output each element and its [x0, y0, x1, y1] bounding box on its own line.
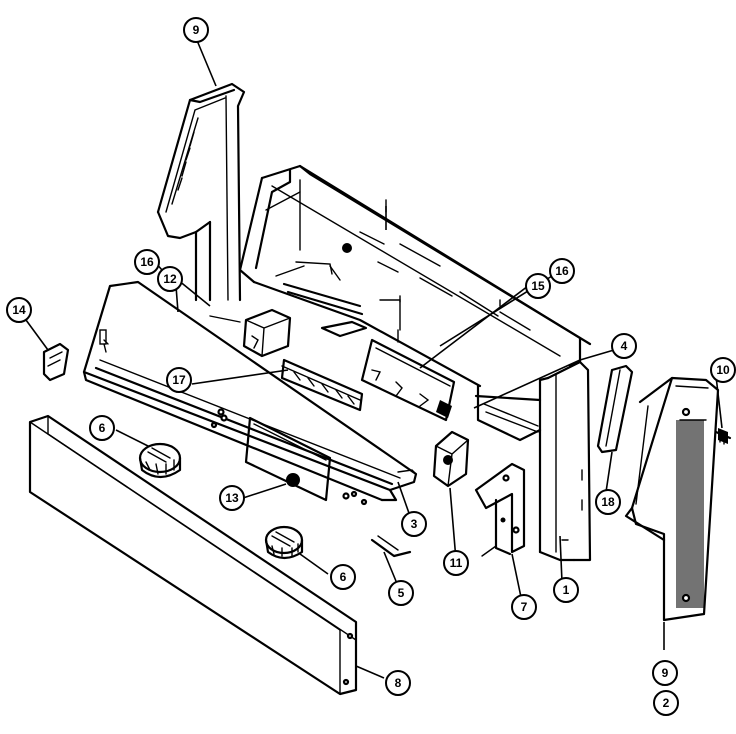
part-6-knob-lower: [264, 525, 304, 560]
part-12-switch-block: [209, 308, 368, 358]
part-9-upper-side-trim: [156, 82, 246, 302]
callout-5: 5: [388, 580, 414, 606]
part-1-back-chassis: [238, 164, 592, 562]
callout-15: 15: [525, 273, 551, 299]
svg-text:5: 5: [398, 586, 405, 600]
svg-text:1: 1: [563, 583, 570, 597]
svg-text:15: 15: [531, 279, 545, 293]
callout-18: 18: [595, 489, 621, 515]
part-3-control-panel: [82, 280, 418, 506]
callout-16-left: 16: [134, 249, 160, 275]
part-14-clip: [42, 342, 70, 382]
callout-12: 12: [157, 266, 183, 292]
svg-text:2: 2: [663, 696, 670, 710]
callout-2: 2: [653, 690, 679, 716]
svg-text:9: 9: [662, 666, 669, 680]
part-10-screw: [714, 428, 732, 445]
svg-text:10: 10: [716, 363, 730, 377]
svg-text:13: 13: [225, 491, 239, 505]
part-9-right-side-trim: [624, 376, 720, 622]
svg-text:11: 11: [450, 556, 463, 570]
callout-7: 7: [511, 594, 537, 620]
leader-lines: [25, 37, 723, 679]
part-11-switch: [432, 430, 470, 488]
callout-9-top: 9: [183, 17, 209, 43]
callout-11: 11: [443, 550, 469, 576]
callout-16-right: 16: [549, 258, 575, 284]
svg-text:14: 14: [12, 303, 26, 317]
callout-6-bottom: 6: [330, 564, 356, 590]
callout-13: 13: [219, 485, 245, 511]
part-6-knob-upper: [138, 442, 182, 479]
callout-17: 17: [166, 367, 192, 393]
part-7-bracket: [474, 462, 526, 557]
part-5-front-bracket: [370, 535, 412, 558]
svg-text:16: 16: [555, 264, 569, 278]
svg-text:7: 7: [521, 600, 528, 614]
callout-14: 14: [6, 297, 32, 323]
part-15-panel-board: [360, 329, 456, 422]
part-17-bracket: [280, 358, 364, 412]
svg-text:6: 6: [340, 570, 347, 584]
svg-text:12: 12: [163, 272, 177, 286]
part-8-front-trim: [28, 414, 358, 696]
svg-text:17: 17: [172, 373, 186, 387]
callouts: 9 16 12 14 15 16 4 10: [6, 17, 736, 716]
callout-4: 4: [611, 333, 637, 359]
callout-1: 1: [553, 577, 579, 603]
callout-9-bottom: 9: [652, 660, 678, 686]
callout-8: 8: [385, 670, 411, 696]
svg-text:3: 3: [411, 517, 418, 531]
svg-text:16: 16: [140, 255, 154, 269]
svg-text:18: 18: [601, 495, 615, 509]
svg-text:4: 4: [621, 339, 628, 353]
callout-10: 10: [710, 357, 736, 383]
svg-text:6: 6: [99, 421, 106, 435]
callout-3: 3: [401, 511, 427, 537]
svg-text:8: 8: [395, 676, 402, 690]
part-18-bracket: [596, 364, 634, 454]
svg-text:9: 9: [193, 23, 200, 37]
callout-6-top: 6: [89, 415, 115, 441]
